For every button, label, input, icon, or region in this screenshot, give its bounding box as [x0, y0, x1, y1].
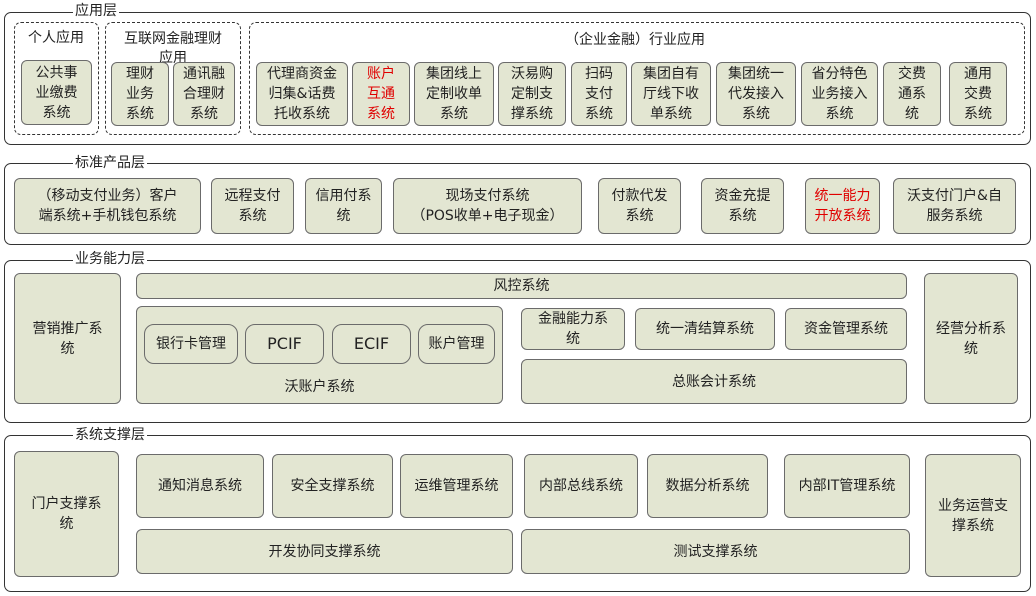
internal-it-management-system: 内部IT管理系统: [784, 454, 910, 518]
mobile-payment-client-system: （移动支付业务）客户 端系统+手机钱包系统: [14, 178, 201, 234]
group-online-acquiring-system: 集团线上 定制收单 系统: [414, 62, 494, 126]
enterprise-finance-title: （企业金融）行业应用: [530, 32, 740, 49]
telecom-wealth-system: 通讯融 合理财 系统: [173, 62, 235, 126]
app-layer-title: 应用层: [73, 3, 119, 19]
financial-capability-system: 金融能力系 统: [521, 308, 625, 350]
data-analysis-system: 数据分析系统: [647, 454, 768, 518]
security-support-system: 安全支撑系统: [272, 454, 393, 518]
bank-card-management: 银行卡管理: [144, 324, 238, 364]
group-offline-acquiring-system: 集团自有 厅线下收 单系统: [631, 62, 711, 126]
qr-payment-system: 扫码 支付 系统: [571, 62, 627, 126]
ecif: ECIF: [332, 324, 411, 364]
woyigou-support-system: 沃易购 定制支 撑系统: [498, 62, 566, 126]
group-unified-disbursement-system: 集团统一 代发接入 系统: [716, 62, 796, 126]
personal-app-title: 个人应用: [20, 30, 92, 47]
notification-message-system: 通知消息系统: [136, 454, 264, 518]
credit-payment-system: 信用付系 统: [305, 178, 382, 234]
support-layer-title: 系统支撑层: [73, 427, 147, 443]
ops-management-system: 运维管理系统: [400, 454, 513, 518]
jiaofeitong-system: 交费 通系 统: [883, 62, 941, 126]
internal-bus-system: 内部总线系统: [524, 454, 638, 518]
remote-payment-system: 远程支付 系统: [211, 178, 294, 234]
operation-analysis-system: 经营分析系 统: [924, 273, 1018, 404]
onsite-payment-system: 现场支付系统 （POS收单+电子现金）: [393, 178, 582, 234]
enterprise-finance-group: [249, 22, 1025, 135]
portal-support-system: 门户支撑系 统: [14, 451, 119, 577]
dev-collaboration-support-system: 开发协同支撑系统: [136, 529, 513, 574]
risk-control-system: 风控系统: [136, 273, 907, 299]
unified-clearing-system: 统一清结算系统: [635, 308, 775, 350]
public-utility-payment-system: 公共事 业缴费 系统: [21, 60, 92, 125]
account-interconnect-system: 账户 互通 系统: [352, 62, 410, 126]
fund-deposit-withdraw-system: 资金充提 系统: [701, 178, 784, 234]
agent-fund-collection-system: 代理商资金 归集&话费 托收系统: [256, 62, 348, 126]
test-support-system: 测试支撑系统: [521, 529, 910, 574]
provincial-business-access-system: 省分特色 业务接入 系统: [801, 62, 878, 126]
pcif: PCIF: [245, 324, 324, 364]
payment-disbursement-system: 付款代发 系统: [598, 178, 681, 234]
personal-app-group: [14, 22, 99, 135]
business-operation-support-system: 业务运营支 撑系统: [925, 454, 1021, 577]
wealth-business-system: 理财 业务 系统: [111, 62, 169, 126]
general-payment-system: 通用 交费 系统: [949, 62, 1007, 126]
unified-capability-open-system: 统一能力 开放系统: [805, 178, 880, 234]
fund-management-system: 资金管理系统: [785, 308, 907, 350]
wopay-portal-self-service-system: 沃支付门户&自 服务系统: [893, 178, 1016, 234]
marketing-promotion-system: 营销推广系 统: [14, 273, 121, 404]
business-layer-title: 业务能力层: [73, 251, 147, 267]
internet-finance-group: [105, 22, 241, 135]
general-ledger-system: 总账会计系统: [521, 359, 907, 404]
account-management: 账户管理: [418, 324, 495, 364]
wo-account-system-label: 沃账户系统: [284, 379, 355, 395]
product-layer-title: 标准产品层: [73, 155, 147, 171]
